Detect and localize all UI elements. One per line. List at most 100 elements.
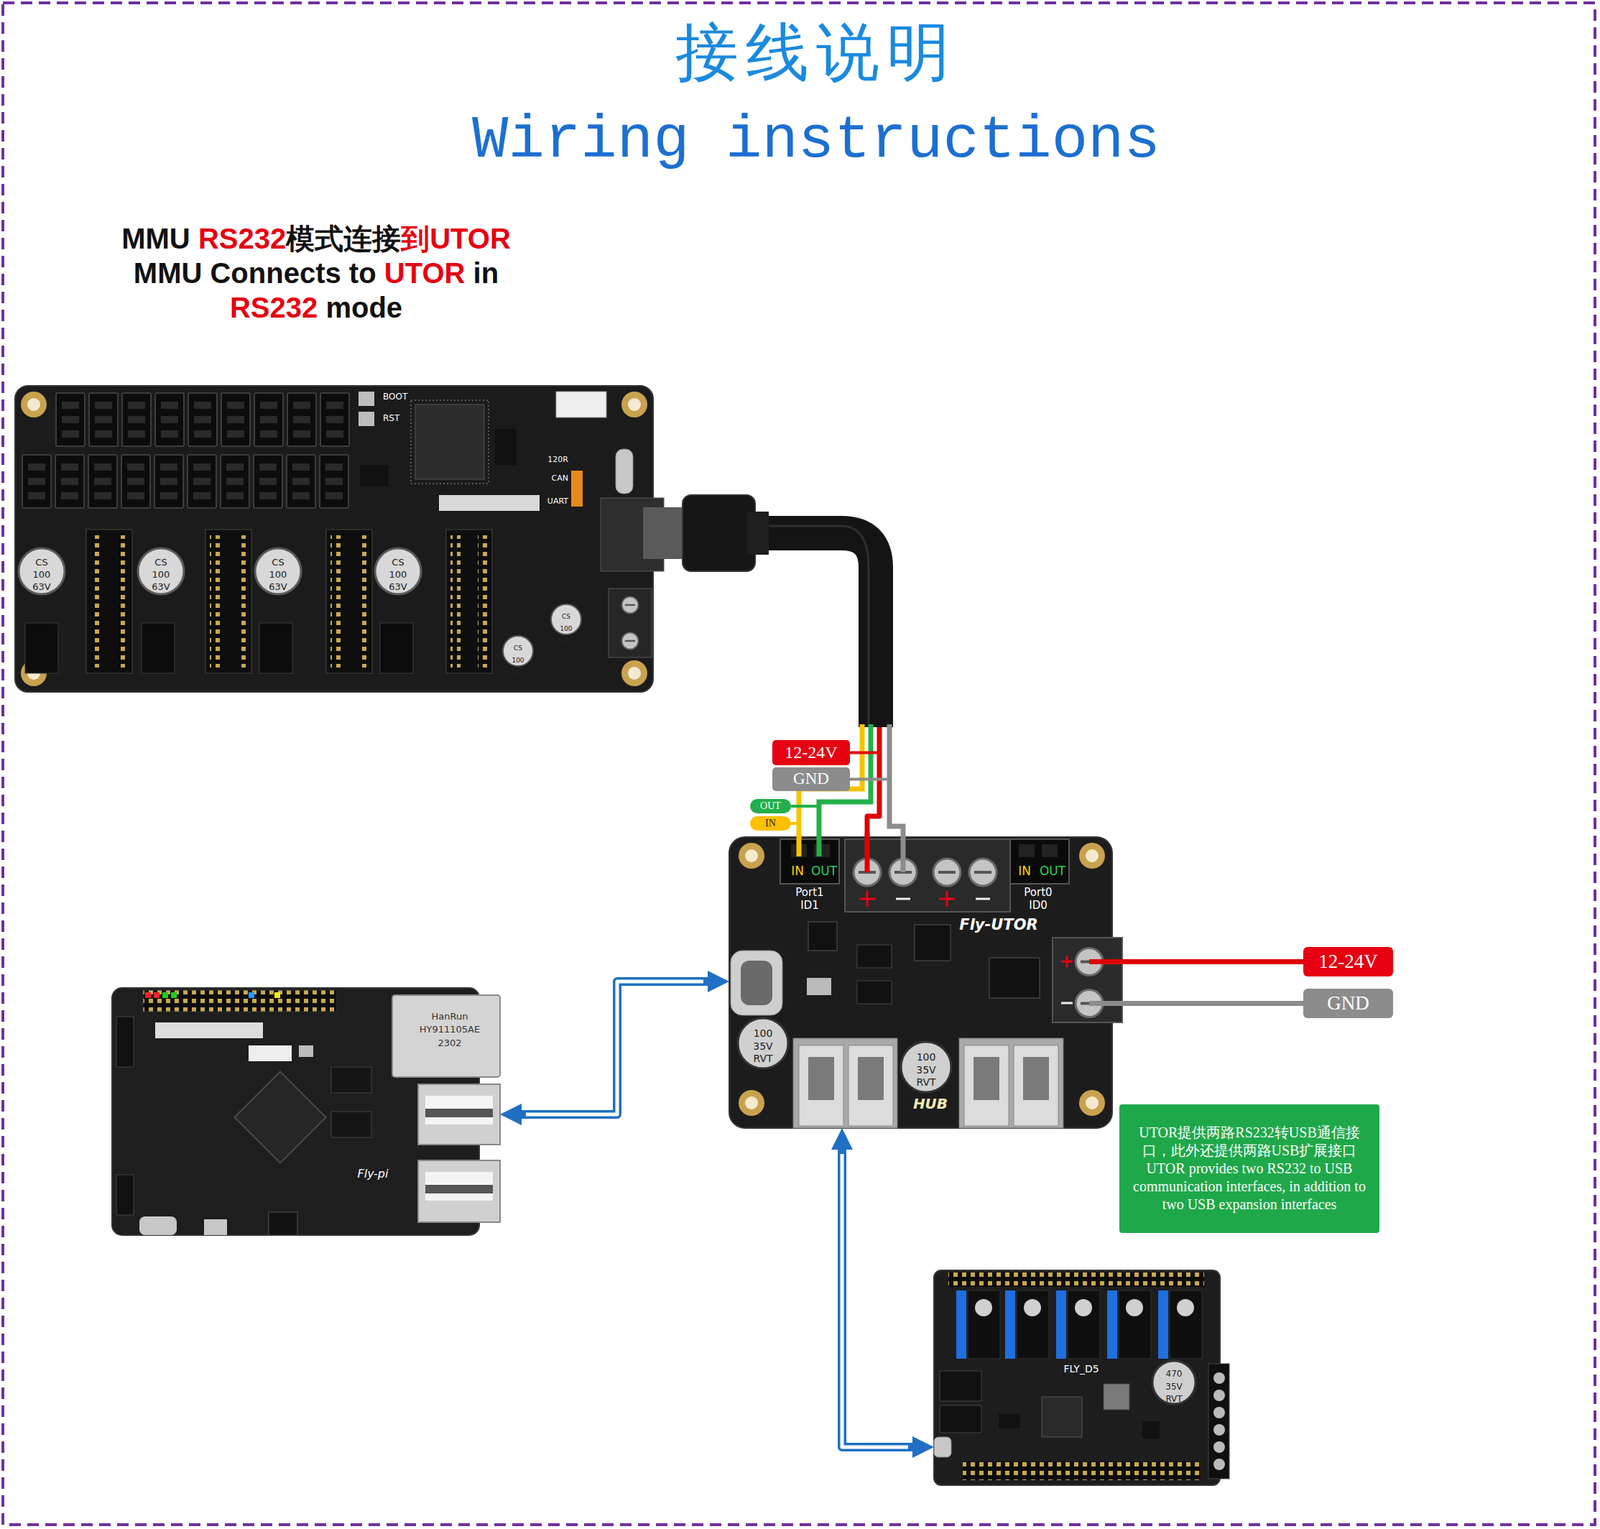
silkscreen-label: 120R	[547, 454, 569, 465]
ground-tag: GND	[772, 767, 850, 792]
leader-line	[849, 751, 878, 755]
fly-pi-board: HanRun HY911105AE 2302Fly-pi	[112, 987, 501, 1241]
utor-board	[740, 960, 773, 1006]
fly-pi-board	[425, 1171, 493, 1201]
tag-text: GND	[1326, 992, 1370, 1014]
tag-text: 12-24V	[784, 743, 838, 762]
mmu-board	[55, 454, 85, 508]
mmu-board	[15, 385, 664, 692]
label-holder: CS 100 63V	[148, 556, 174, 593]
mmu-board	[15, 385, 654, 692]
fly-pi-board	[248, 1045, 292, 1062]
utor-board	[939, 890, 955, 907]
mmu-board	[446, 529, 493, 674]
header-line: RS232mode	[86, 290, 547, 325]
title-holder: 接线说明	[456, 15, 1176, 89]
usb-link	[842, 1142, 920, 1447]
fly-d5-board	[1125, 1298, 1144, 1317]
subtitle-holder: Wiring instructions	[313, 106, 1320, 177]
fly-d5-board	[1005, 1290, 1016, 1359]
subtitle: Wiring instructions	[313, 106, 1320, 177]
capacitor-marking: CS 100 35V	[559, 612, 573, 645]
fly-pi-board	[139, 1216, 177, 1236]
double-line-gap	[842, 1153, 909, 1447]
fly-pi-board	[274, 992, 281, 998]
header-text: mode	[325, 291, 403, 325]
mmu-board	[380, 622, 414, 674]
silkscreen-label: HUB	[913, 1094, 948, 1113]
fly-pi-board	[248, 992, 255, 998]
fly-d5-board: FLY_D5470 35V RVT	[933, 1270, 1230, 1486]
leader-line	[791, 804, 818, 808]
signal-tag: IN	[750, 816, 792, 831]
mmu-board	[18, 548, 65, 595]
utor-board	[857, 1056, 884, 1100]
capacitor-marking: CS 100 63V	[268, 556, 287, 593]
mmu-board	[122, 392, 151, 447]
utor-board	[1018, 844, 1035, 858]
fly-d5-board	[1176, 1298, 1195, 1317]
fly-pi-board	[425, 1184, 493, 1194]
label-holder: CS 100 63V	[265, 556, 291, 593]
tag-text: OUT	[760, 801, 781, 812]
fly-d5-board	[1074, 1298, 1093, 1317]
fly-pi-board	[268, 1212, 298, 1236]
utor-board	[738, 842, 765, 869]
label-holder: Fly-UTOR	[951, 916, 1046, 934]
mmu-board	[137, 548, 184, 595]
usb-link	[514, 981, 715, 1115]
utor-board	[975, 898, 991, 901]
mmu-board	[259, 622, 293, 674]
capacitor-marking: 100 35V RVT	[752, 1027, 773, 1065]
fly-pi-board	[116, 1016, 134, 1067]
header-text: UTOR	[384, 257, 466, 290]
fly-d5-board	[933, 1436, 952, 1458]
utor-board	[895, 898, 911, 901]
label-holder: CS 100 63V	[385, 556, 411, 593]
utor-board	[1061, 955, 1073, 968]
fly-pi-board	[116, 1174, 134, 1215]
utor-board	[1013, 1045, 1059, 1126]
fly-d5-board	[998, 1413, 1021, 1429]
mmu-board	[86, 529, 133, 674]
utor-board	[1061, 1002, 1073, 1005]
mmu-board	[359, 464, 389, 487]
mmu-board	[187, 454, 217, 508]
mmu-board	[357, 535, 368, 668]
fly-pi-board	[170, 992, 177, 998]
capacitor-marking: CS 100 63V	[388, 556, 407, 593]
capacitor-marking: CS 100 63V	[32, 556, 51, 593]
wire	[1124, 1000, 1304, 1006]
mmu-board	[253, 454, 283, 508]
voltage-tag: 12-24V	[1303, 946, 1394, 977]
mmu-board	[155, 392, 184, 447]
wire	[653, 533, 880, 838]
fly-d5-board	[967, 1290, 1001, 1359]
utor-board	[737, 1018, 789, 1069]
mmu-board	[287, 392, 317, 447]
mmu-board	[56, 392, 85, 447]
fly-d5-board	[1056, 1290, 1067, 1359]
tag-text: IN	[765, 818, 776, 830]
label-holder: CS 100 35V	[557, 609, 575, 646]
mmu-board	[221, 392, 251, 447]
utor-board: INOUTPort1 ID1INOUTPort0 ID0Fly-UTOR100 …	[729, 837, 1125, 1128]
mmu-board	[90, 535, 101, 668]
mmu-board	[375, 548, 422, 595]
label-holder: FLY_D5	[1048, 1362, 1114, 1376]
mmu-board	[615, 449, 633, 494]
pin-name: OUT	[1039, 863, 1066, 878]
utor-board	[900, 1041, 952, 1093]
usb-cable	[747, 525, 869, 726]
port-label: Port1 ID1	[795, 885, 824, 912]
fly-d5-board	[939, 1370, 982, 1401]
mmu-board	[556, 391, 607, 418]
usb-cable	[643, 495, 876, 728]
fly-d5-board	[1213, 1458, 1225, 1470]
utor-board	[729, 837, 1123, 1128]
fly-d5-board	[1169, 1290, 1202, 1359]
fly-d5-board	[956, 1290, 967, 1359]
capacitor-marking: CS 100 35V	[511, 644, 525, 677]
mmu-board	[358, 411, 375, 427]
